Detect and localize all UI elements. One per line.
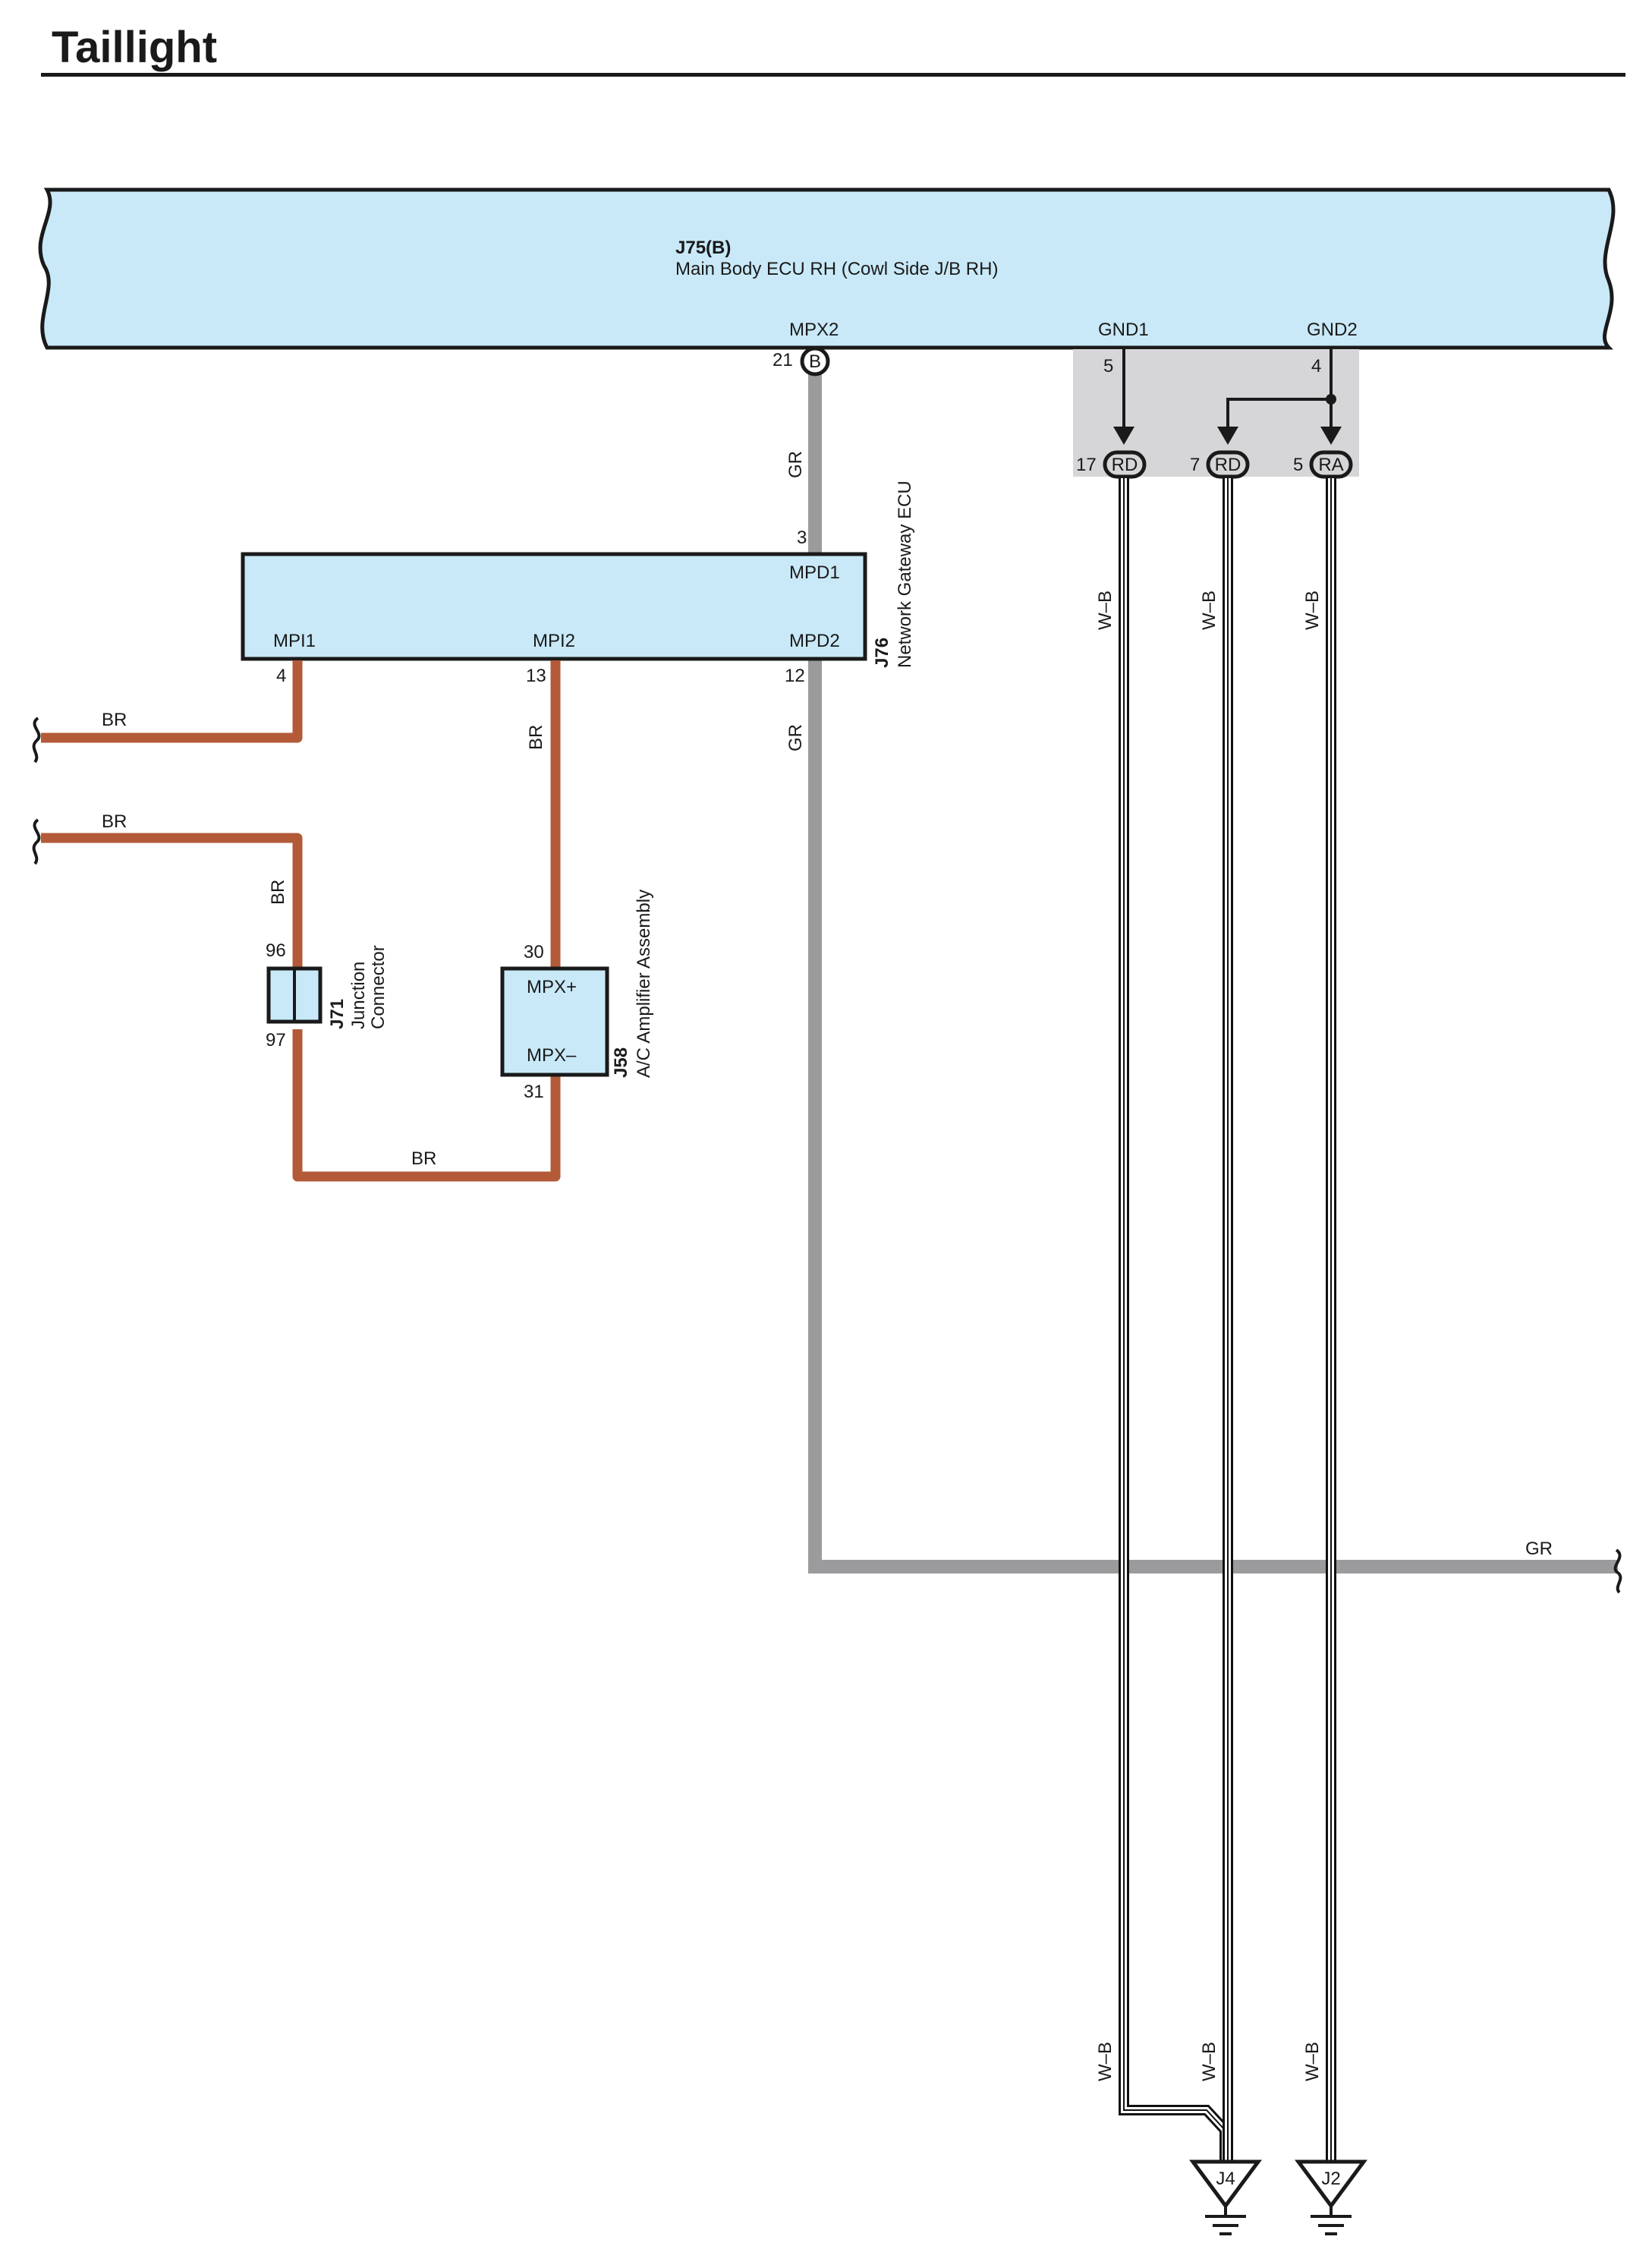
ground-triangle-icon: [1295, 2159, 1367, 2210]
j58-code: J58: [611, 1047, 631, 1078]
j75-pin-gnd1: GND1: [1098, 320, 1149, 340]
wire-break-icon: [32, 818, 41, 865]
j71-code: J71: [327, 999, 348, 1029]
wb-wire-1: [1119, 478, 1230, 2162]
j75-pin-gnd2: GND2: [1307, 320, 1358, 340]
j58-ac-amplifier: [500, 966, 609, 1077]
splice-point-icon: [1326, 394, 1336, 405]
j76-pin-number-12: 12: [785, 666, 805, 686]
junction-code-rd: RD: [1215, 455, 1241, 475]
j75-pin-number-4: 4: [1311, 356, 1321, 376]
wb-wire-1-stripe: [1123, 478, 1226, 2162]
j76-pin-mpd1: MPD1: [789, 562, 840, 583]
j76-pin-mpd2: MPD2: [789, 631, 840, 651]
junction-pin-7: 7: [1190, 455, 1200, 475]
gnd2-internal-wire: [1226, 348, 1333, 430]
junction-code-ra: RA: [1318, 455, 1343, 475]
junction-connector-rd-17: [1103, 450, 1147, 479]
wire-label-wb: W–B: [1199, 2042, 1219, 2081]
terminal-arrow-icon: [1113, 427, 1134, 445]
title-rule: [41, 73, 1625, 77]
gr-wire: [808, 363, 1618, 1573]
j76-pin-mpi2: MPI2: [533, 631, 575, 651]
wire-label-br: BR: [268, 880, 288, 905]
wire-label-wb: W–B: [1095, 2042, 1116, 2081]
page-title: Taillight: [52, 23, 217, 72]
wire-label-gr: GR: [1525, 1539, 1553, 1559]
j58-pin-mpx-minus: MPX–: [527, 1045, 577, 1066]
wire-label-br: BR: [102, 811, 127, 832]
j75-name: Main Body ECU RH (Cowl Side J/B RH): [675, 259, 998, 279]
junction-pin-17: 17: [1076, 455, 1097, 475]
ground-j4-label: J4: [1216, 2169, 1235, 2189]
j71-pin-number-97: 97: [266, 1030, 286, 1051]
connector-b-mark: B: [809, 351, 821, 372]
wire-label-wb: W–B: [1095, 591, 1116, 630]
wire-label-br: BR: [411, 1148, 436, 1169]
j71-pin-number-96: 96: [266, 940, 286, 961]
j58-pin-number-31: 31: [524, 1082, 544, 1102]
j58-pin-number-30: 30: [524, 942, 544, 962]
wire-break-icon: [32, 717, 41, 764]
j75-ecu-block: [38, 187, 1616, 350]
connector-b-icon: [800, 346, 830, 376]
wire-label-wb: W–B: [1302, 591, 1323, 630]
junction-pin-5: 5: [1293, 455, 1303, 475]
terminal-arrow-icon: [1320, 427, 1342, 445]
ground-triangle-icon: [1189, 2159, 1262, 2210]
j75-pin-number-5: 5: [1103, 356, 1113, 376]
wb-wire-1-core: [1121, 478, 1228, 2162]
wire-label-wb: W–B: [1199, 591, 1219, 630]
j71-name-line2: Connector: [368, 945, 389, 1029]
wire-break-icon: [1613, 1548, 1622, 1594]
wire-label-gr: GR: [785, 724, 806, 751]
wire-label-br: BR: [526, 725, 546, 750]
j71-name-line1: Junction: [348, 962, 369, 1029]
ground-j4: J4: [1189, 2159, 1262, 2235]
junction-connector-rd-7: [1206, 450, 1250, 479]
wire-label-wb: W–B: [1302, 2042, 1323, 2081]
j76-pin-number-3: 3: [797, 528, 807, 548]
j75-code: J75(B): [675, 238, 731, 258]
wire-label-br: BR: [102, 710, 127, 730]
j75-pin-number-21: 21: [773, 350, 793, 370]
j76-name: Network Gateway ECU: [895, 480, 915, 668]
j76-ecu-block: [241, 552, 867, 661]
j75-pin-mpx2: MPX2: [789, 320, 839, 340]
j76-pin-number-4: 4: [276, 666, 286, 686]
ground-j2: J2: [1295, 2159, 1367, 2235]
junction-code-rd: RD: [1112, 455, 1138, 475]
j76-pin-number-13: 13: [526, 666, 546, 686]
terminal-arrow-icon: [1217, 427, 1238, 445]
br-wire-junction: [41, 833, 561, 1182]
j58-pin-mpx-plus: MPX+: [527, 977, 577, 997]
j58-name: A/C Amplifier Assembly: [634, 890, 654, 1078]
ground-j2-label: J2: [1321, 2169, 1340, 2189]
j76-code: J76: [872, 638, 892, 668]
junction-connector-ra-5: [1309, 450, 1353, 479]
br-wire-mpi1: [41, 660, 303, 743]
j76-pin-mpi1: MPI1: [273, 631, 316, 651]
wire-label-gr: GR: [785, 451, 806, 478]
